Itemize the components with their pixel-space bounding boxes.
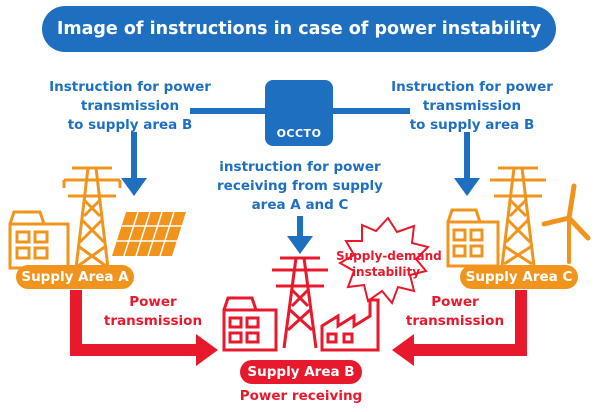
supply-area-c-label: Supply Area C [465, 269, 573, 285]
building-a-icon [8, 210, 70, 270]
instruction-c-line-2: transmission [422, 98, 522, 114]
instability-line-2: instability [351, 265, 421, 279]
occto-hub: OCCTO [265, 80, 333, 146]
instability-starburst [337, 216, 430, 305]
instruction-to-area-b: instruction for power receiving from sup… [200, 158, 400, 215]
instruction-a-line-2: transmission [80, 98, 180, 114]
occto-label: OCCTO [276, 127, 322, 140]
transmission-arrow-a [70, 290, 218, 366]
supply-area-b-label: Supply Area B [247, 364, 355, 380]
instruction-a-line-1: Instruction for power [49, 79, 211, 95]
supply-area-a-badge: Supply Area A [16, 265, 134, 289]
area-a-flow-line-1: Power [129, 294, 177, 310]
transmission-arrow-c [392, 290, 527, 366]
instability-label: Supply-demand instability [336, 248, 442, 280]
instruction-c-line-3: to supply area B [409, 117, 535, 133]
tower-b-icon [272, 256, 328, 349]
area-b-flow-label: Power receiving [239, 388, 363, 404]
area-c-flow-label: Power transmission [390, 293, 520, 331]
solar-panel-icon [112, 211, 186, 257]
instruction-to-area-a: Instruction for power transmission to su… [30, 78, 230, 135]
instruction-a-line-3: to supply area B [67, 117, 193, 133]
instruction-c-line-1: Instruction for power [391, 79, 553, 95]
wind-turbine-icon [541, 183, 591, 264]
instruction-arrow-a [121, 132, 147, 196]
area-a-flow-line-2: transmission [103, 313, 203, 329]
supply-area-c-badge: Supply Area C [460, 265, 578, 289]
instruction-arrow-b [287, 216, 313, 254]
area-a-flow-label: Power transmission [88, 293, 218, 331]
factory-icon [320, 298, 380, 352]
building-b-icon [222, 296, 278, 352]
title-banner: Image of instructions in case of power i… [42, 6, 556, 52]
supply-area-a-label: Supply Area A [21, 269, 129, 285]
tower-a-icon [62, 166, 122, 269]
area-c-flow-line-2: transmission [405, 313, 505, 329]
instruction-b-line-2: receiving from supply [217, 178, 383, 194]
instability-line-1: Supply-demand [336, 249, 442, 263]
instruction-b-line-3: area A and C [251, 197, 349, 213]
instruction-arrow-c [454, 132, 480, 196]
instruction-to-area-c: Instruction for power transmission to su… [372, 78, 572, 135]
area-c-flow-line-1: Power [431, 294, 479, 310]
tower-c-icon [490, 166, 546, 267]
instruction-b-line-1: instruction for power [219, 159, 381, 175]
supply-area-b-badge: Supply Area B [240, 360, 362, 384]
building-c-icon [446, 208, 500, 268]
diagram-title: Image of instructions in case of power i… [56, 19, 542, 39]
